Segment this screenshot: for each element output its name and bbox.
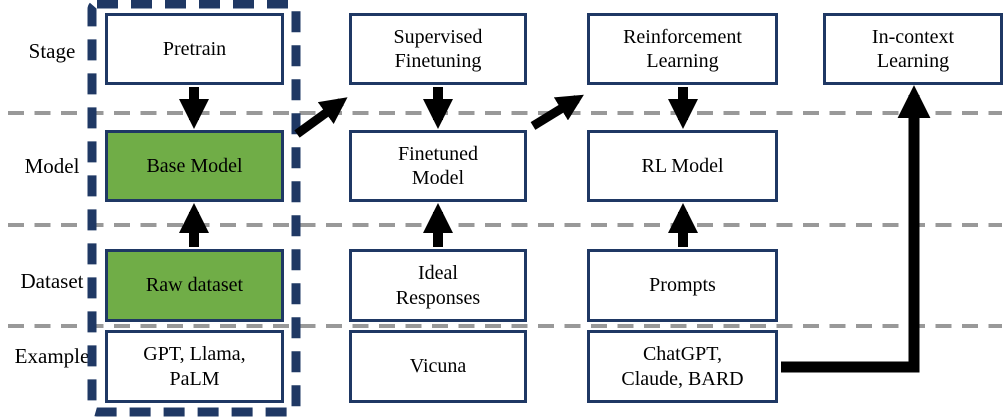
box-prompts-label: Prompts [649,274,716,297]
box-ideal-responses-label: Ideal Responses [395,262,481,309]
box-in-context-learning: In-context Learning [823,13,1003,85]
box-ideal-responses: Ideal Responses [349,249,527,322]
box-example-rl-label: ChatGPT, Claude, BARD [621,343,744,390]
box-example-pretrain-label: GPT, Llama, PaLM [143,343,246,390]
box-supervised-finetuning-label: Supervised Finetuning [393,25,483,72]
box-base-model: Base Model [105,130,284,202]
box-base-model-label: Base Model [146,154,243,177]
row-label-model: Model [24,154,80,178]
box-finetuned-model: Finetuned Model [349,130,527,202]
box-example-finetuning-label: Vicuna [409,355,467,378]
box-example-rl: ChatGPT, Claude, BARD [587,330,778,403]
box-pretrain: Pretrain [105,13,284,85]
box-pretrain-label: Pretrain [162,37,227,60]
arrow-base-model-to-sft [294,97,348,138]
box-supervised-finetuning: Supervised Finetuning [349,13,527,85]
arrow-finetuned-model-to-rl [530,94,584,130]
box-reinforcement-learning: Reinforcement Learning [587,13,778,85]
row-label-dataset: Dataset [20,269,84,293]
box-rl-model: RL Model [587,130,778,202]
box-finetuned-model-label: Finetuned Model [398,142,478,189]
box-in-context-learning-label: In-context Learning [871,25,955,72]
box-raw-dataset: Raw dataset [105,249,284,322]
box-example-finetuning: Vicuna [349,330,527,403]
box-rl-model-label: RL Model [641,154,724,177]
box-raw-dataset-label: Raw dataset [145,274,244,297]
box-example-pretrain: GPT, Llama, PaLM [105,330,284,403]
arrow-example-rl-to-in-context-learning [781,85,931,373]
row-label-stage: Stage [28,39,76,63]
box-prompts: Prompts [587,249,778,322]
row-label-example: Example [14,344,90,368]
box-reinforcement-learning-label: Reinforcement Learning [623,25,742,72]
